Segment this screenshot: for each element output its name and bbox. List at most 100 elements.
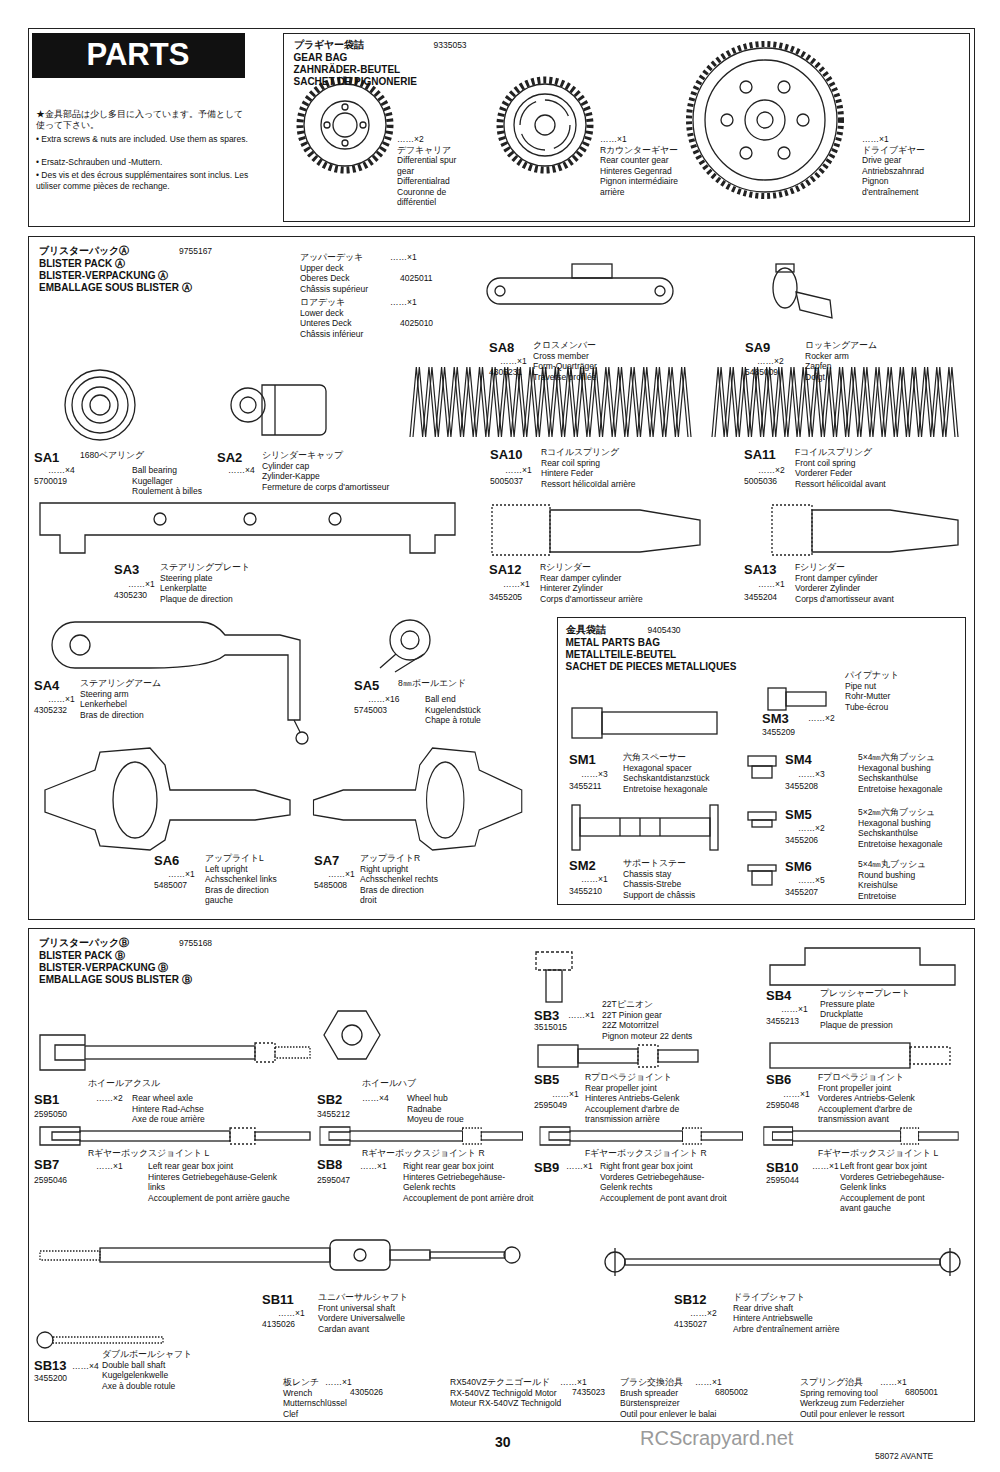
part-code: SB11 — [262, 1293, 294, 1308]
part-text: Fギヤーボックスジョイント R — [585, 1149, 707, 1159]
part-text: 3455200 — [34, 1374, 67, 1384]
part-text: 4025010 — [400, 319, 433, 329]
part-code: SB5 — [534, 1073, 559, 1088]
part-code: SM4 — [785, 753, 812, 768]
section-text: EMBALLAGE SOUS BLISTER Ⓑ — [39, 974, 192, 987]
part-text: 58072 AVANTE — [875, 1452, 933, 1462]
section-text: ZAHNRÄDER-BEUTEL — [294, 64, 401, 77]
part-text: Vorderes Getriebegehäuse- — [840, 1173, 944, 1183]
part-text: 2595047 — [317, 1176, 350, 1186]
part-text: Wrench — [283, 1389, 312, 1399]
part-text: ……×4 — [72, 1362, 99, 1372]
part-text: différentiel — [397, 198, 436, 208]
section-text: BLISTER PACK Ⓑ — [39, 950, 125, 963]
part-text: Kugelgelenkwelle — [102, 1371, 168, 1381]
part-text: 2595046 — [34, 1176, 67, 1186]
part-text: d'entraînement — [862, 188, 918, 198]
part-code: SA3 — [114, 563, 139, 578]
part-code: SB4 — [766, 989, 791, 1004]
part-text: Zylinder-Kappe — [262, 472, 320, 482]
part-text: Hinterer Zylinder — [540, 584, 603, 594]
part-text: Hexagonal bushing — [858, 764, 931, 774]
part-code: SM1 — [569, 753, 596, 768]
part-text: 3455211 — [569, 782, 601, 792]
part-text: ……×2 — [690, 1309, 717, 1319]
part-code: SB1 — [34, 1093, 59, 1108]
part-text: ……×1 — [325, 1378, 352, 1388]
section-text: SACHET DE PIECES METALLIQUES — [566, 661, 737, 674]
part-code: SM3 — [762, 712, 789, 727]
part-text: 1680ベアリング — [80, 451, 144, 461]
part-text: 6805001 — [905, 1388, 938, 1398]
part-text: ……×1 — [505, 466, 532, 476]
part-text: ドライブギヤー — [862, 146, 925, 156]
part-text: スプリング治具 — [800, 1378, 863, 1388]
part-text: transmission arrière — [585, 1115, 660, 1125]
part-text: Rear drive shaft — [733, 1304, 793, 1314]
part-text: Ressort hélicoïdal avant — [795, 480, 886, 490]
part-text: Gelenk rechts — [600, 1183, 652, 1193]
part-text: 2595049 — [534, 1101, 567, 1111]
part-text: Radnabe — [407, 1105, 442, 1115]
part-text: 3455206 — [785, 836, 818, 846]
part-text: Fプロペラジョイント — [818, 1073, 904, 1083]
part-text: Chape à rotule — [425, 716, 481, 726]
part-text: Rear damper cylinder — [540, 574, 621, 584]
part-text: Sechskanthülse — [858, 774, 918, 784]
part-text: Plaque de pression — [820, 1021, 893, 1031]
part-text: Rシリンダー — [540, 563, 591, 573]
part-text: 5×4㎜六角ブッシュ — [858, 753, 935, 763]
part-text: Rギヤーボックスジョイント L — [88, 1149, 209, 1159]
part-text: 4305026 — [350, 1388, 383, 1398]
part-text: パイプナット — [845, 671, 899, 681]
part-text: Chassis stay — [623, 870, 671, 880]
part-text: Achsschenkel rechts — [360, 875, 438, 885]
part-text: ……×1 — [783, 1090, 810, 1100]
part-text: ……×4 — [228, 466, 255, 476]
part-text: Fシリンダー — [795, 563, 845, 573]
part-text: 5005036 — [744, 477, 777, 487]
part-text: Châssis inférieur — [300, 330, 363, 340]
part-text: ……×1 — [695, 1378, 722, 1388]
part-text: ユニバーサルシャフト — [318, 1293, 408, 1303]
part-code: SA5 — [354, 679, 379, 694]
part-text: ……×2 — [808, 714, 835, 724]
section-text: • Extra screws & nuts are included. Use … — [36, 134, 251, 145]
part-text: Rear coil spring — [541, 459, 600, 469]
part-text: Sechskantdistanzstück — [623, 774, 709, 784]
part-text: 8㎜ボールエンド — [398, 679, 466, 689]
part-text: 3455210 — [569, 887, 602, 897]
section-text: 9405430 — [648, 625, 681, 636]
part-text: ……×1 — [880, 1378, 907, 1388]
part-text: ……×3 — [581, 770, 608, 780]
part-text: Roulement à billes — [132, 487, 202, 497]
section-heading: プラギヤー袋詰 — [294, 39, 364, 52]
part-text: シリンダーキャップ — [262, 451, 343, 461]
part-text: 4305232 — [34, 706, 67, 716]
part-text: Pignon — [862, 177, 888, 187]
part-text: Support de châssis — [623, 891, 695, 901]
part-code: SA10 — [490, 448, 523, 463]
part-text: Front damper cylinder — [795, 574, 878, 584]
part-text: ……×2 — [798, 824, 825, 834]
part-code: SB3 — [534, 1009, 559, 1024]
part-text: ……×1 — [328, 870, 355, 880]
part-text: 2595048 — [766, 1101, 799, 1111]
section-text: GEAR BAG — [294, 52, 348, 65]
part-text: Accouplement de pont arrière droit — [403, 1194, 533, 1204]
part-code: SB10 — [766, 1161, 799, 1176]
part-code: SA9 — [745, 341, 770, 356]
part-text: ……×1 — [390, 253, 417, 263]
part-text: ……×1 — [581, 875, 608, 885]
part-text: 5700019 — [34, 477, 67, 487]
part-text: Hinteres Getriebegehäuse- — [403, 1173, 505, 1183]
part-text: Pignon intermédiaire — [600, 177, 678, 187]
part-text: Right front gear box joint — [600, 1162, 693, 1172]
part-text: Gelenk links — [840, 1183, 886, 1193]
section-text: SACHET DE PIGNONERIE — [294, 76, 417, 89]
part-code: SB8 — [317, 1158, 342, 1173]
part-text: Axe de roue arrière — [132, 1115, 205, 1125]
part-text: RX-540VZ Technigold Motor — [450, 1389, 557, 1399]
part-text: Moyeu de roue — [407, 1115, 464, 1125]
part-text: ……×1 — [812, 1162, 839, 1172]
